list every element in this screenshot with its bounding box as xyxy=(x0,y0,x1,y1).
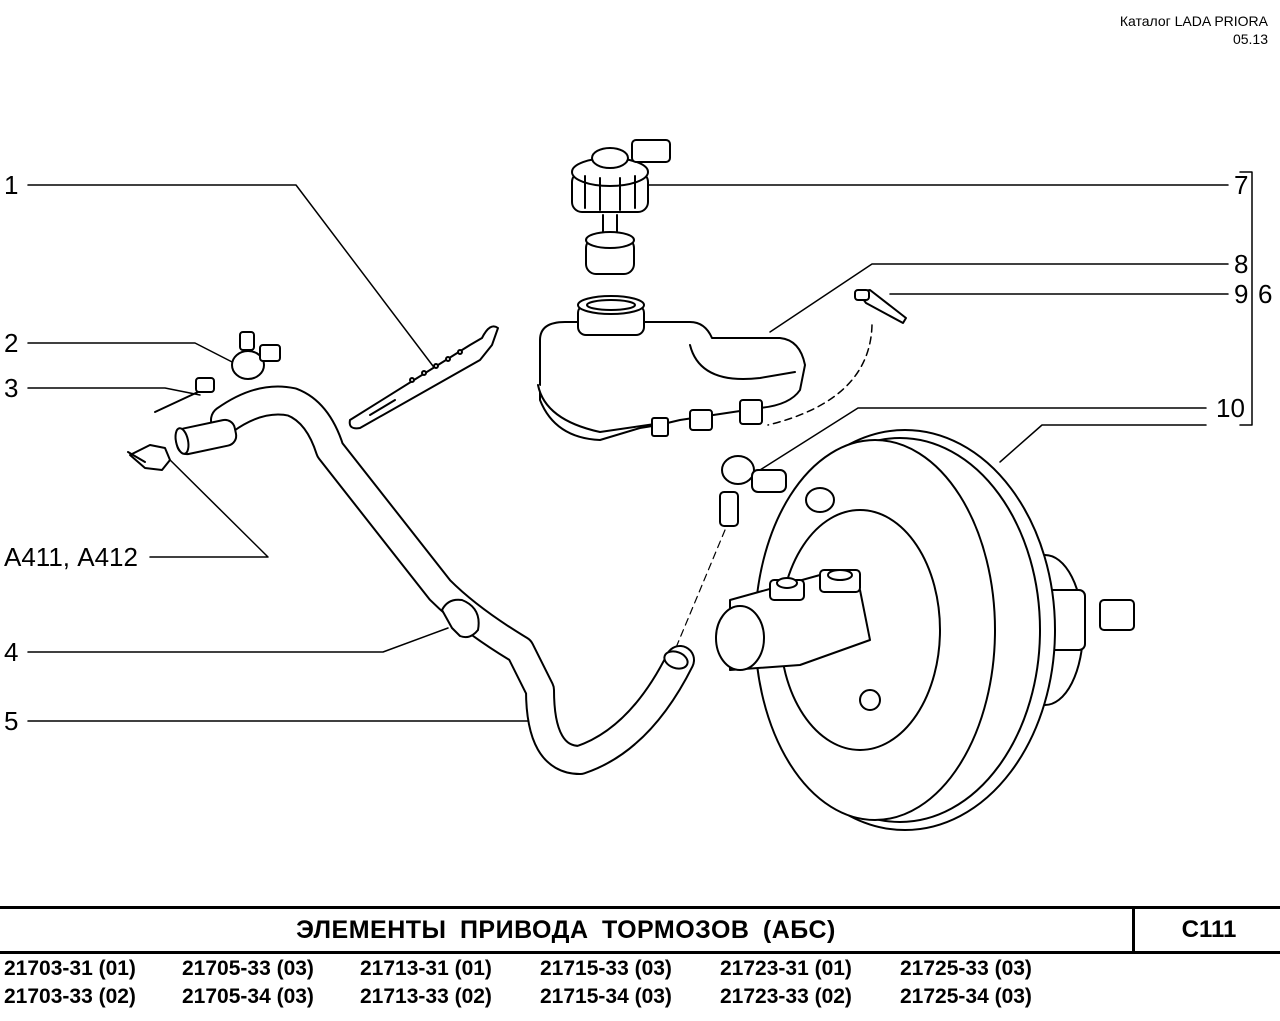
model-code: 21723-33 (02) xyxy=(720,985,852,1008)
hose-clip xyxy=(441,598,480,639)
reservoir-cap xyxy=(571,139,671,275)
clamp-screw xyxy=(154,377,215,413)
catalog-date: 05.13 xyxy=(1232,31,1268,47)
model-code: 21713-31 (01) xyxy=(360,957,492,980)
leader-8 xyxy=(769,263,1229,333)
callout-8: 8 xyxy=(1234,249,1249,279)
model-code: 21725-33 (03) xyxy=(900,957,1032,980)
callout-6: 6 xyxy=(1258,279,1273,309)
leader-3 xyxy=(27,387,201,396)
tee-fitting xyxy=(719,455,787,527)
brake-drive-diagram xyxy=(27,139,1253,831)
dashed-link-tee xyxy=(674,529,726,651)
model-code: 21713-33 (02) xyxy=(360,985,492,1008)
hose-bracket xyxy=(348,325,499,430)
leader-1 xyxy=(27,184,437,371)
vacuum-hose xyxy=(174,385,695,775)
group-bracket-6 xyxy=(1239,171,1253,426)
leader-4 xyxy=(27,627,449,653)
callout-9: 9 xyxy=(1234,279,1249,309)
model-code: 21723-31 (01) xyxy=(720,957,852,980)
callout-1: 1 xyxy=(4,170,19,200)
callout-7: 7 xyxy=(1234,170,1249,200)
callout-2: 2 xyxy=(4,328,19,358)
callout-5: 5 xyxy=(4,706,19,736)
model-code: 21725-34 (03) xyxy=(900,985,1032,1008)
leader-lines xyxy=(27,171,1253,722)
model-code: 21715-33 (03) xyxy=(540,957,672,980)
callout-3: 3 xyxy=(4,373,19,403)
model-code: 21705-34 (03) xyxy=(182,985,314,1008)
section-code: С111 xyxy=(1132,909,1280,951)
section-title: ЭЛЕМЕНТЫ ПРИВОДА ТОРМОЗОВ (АБС) xyxy=(296,916,836,944)
model-code: 21715-34 (03) xyxy=(540,985,672,1008)
dashed-link-9 xyxy=(767,324,873,426)
footer-title-row: ЭЛЕМЕНТЫ ПРИВОДА ТОРМОЗОВ (АБС) С111 xyxy=(0,906,1280,954)
leader-10 xyxy=(759,407,1207,471)
catalog-header: Каталог LADA PRIORA 05.13 xyxy=(1120,12,1268,48)
leader-2 xyxy=(27,342,239,366)
model-code: 21703-31 (01) xyxy=(4,957,136,980)
catalog-title: Каталог LADA PRIORA xyxy=(1119,13,1268,29)
leader-booster xyxy=(999,424,1207,463)
master-cylinder xyxy=(715,569,871,671)
model-code: 21705-33 (03) xyxy=(182,957,314,980)
pin xyxy=(854,289,907,324)
callout-4: 4 xyxy=(4,637,19,667)
callout-ref: А411, А412 xyxy=(4,542,138,572)
model-code: 21703-33 (02) xyxy=(4,985,136,1008)
engine-nipple xyxy=(127,444,171,471)
leader-ref xyxy=(149,449,269,558)
hose-clamp xyxy=(231,331,281,380)
callout-10: 10 xyxy=(1216,393,1245,423)
brake-fluid-reservoir xyxy=(537,295,806,441)
vacuum-booster xyxy=(754,429,1135,831)
